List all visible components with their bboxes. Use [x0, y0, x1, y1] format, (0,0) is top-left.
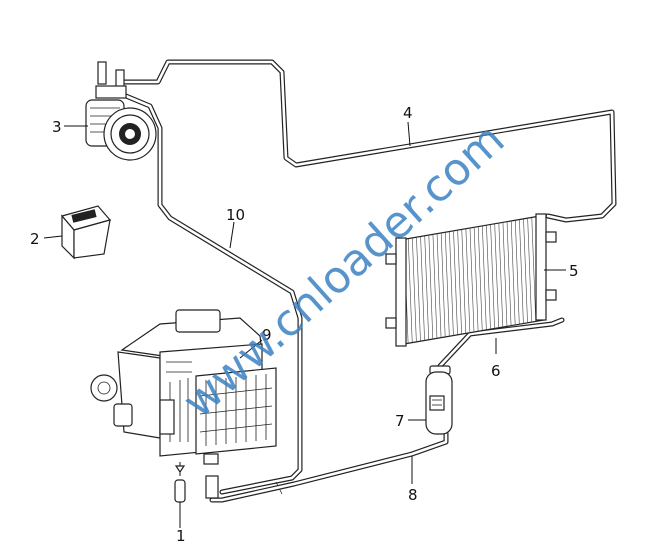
condenser-fin: [428, 235, 434, 340]
callout-1: 1: [176, 527, 186, 544]
condenser-fin: [440, 232, 446, 337]
condenser-fin: [449, 231, 454, 336]
condenser-fin: [407, 238, 413, 343]
pipe-4-compressor-to-condenser: [119, 59, 617, 223]
condenser-fin: [527, 218, 532, 323]
leader-lines: [43, 121, 566, 528]
condenser-fin: [486, 225, 491, 330]
compressor: [85, 61, 157, 161]
condenser-fin: [490, 224, 495, 329]
condenser: [385, 213, 557, 347]
condenser-fin: [420, 236, 425, 341]
condenser-fin: [416, 237, 421, 342]
condenser-fin: [477, 226, 483, 331]
callout-2: 2: [30, 230, 40, 248]
callout-3: 3: [52, 118, 62, 136]
receiver-drier: [425, 365, 453, 435]
condenser-fin: [531, 217, 537, 322]
pipe-8-drier-to-evaporator: [209, 429, 449, 503]
pipe-6-condenser-to-drier: [437, 317, 565, 369]
callout-5: 5: [569, 262, 579, 280]
condenser-fin: [510, 220, 516, 325]
callout-10: 10: [226, 206, 245, 224]
callout-7: 7: [395, 412, 405, 430]
condenser-fin: [519, 219, 524, 324]
condenser-fin: [469, 227, 475, 333]
condenser-fin: [444, 232, 450, 337]
condenser-fin: [502, 222, 508, 327]
callout-4: 4: [403, 104, 413, 122]
condenser-fin: [461, 229, 467, 334]
condenser-fin: [506, 221, 512, 326]
condenser-fin: [424, 235, 430, 340]
condenser-fin: [412, 237, 417, 342]
ac-control-panel: [60, 205, 112, 260]
expansion-valve: [174, 462, 186, 503]
condenser-fin: [457, 230, 462, 335]
callout-8: 8: [408, 486, 418, 504]
condenser-fin: [482, 225, 487, 330]
condenser-fin: [514, 220, 520, 325]
condenser-fin: [523, 218, 528, 323]
condenser-fin: [436, 233, 442, 338]
callout-9: 9: [262, 326, 272, 344]
condenser-fin: [498, 223, 504, 328]
evaporator-hvac-unit: [90, 309, 277, 499]
condenser-fin: [494, 223, 500, 328]
condenser-fin: [453, 230, 458, 335]
condenser-fin: [465, 228, 471, 333]
condenser-fin: [432, 234, 438, 339]
condenser-fin: [473, 227, 479, 332]
callout-6: 6: [491, 362, 501, 380]
